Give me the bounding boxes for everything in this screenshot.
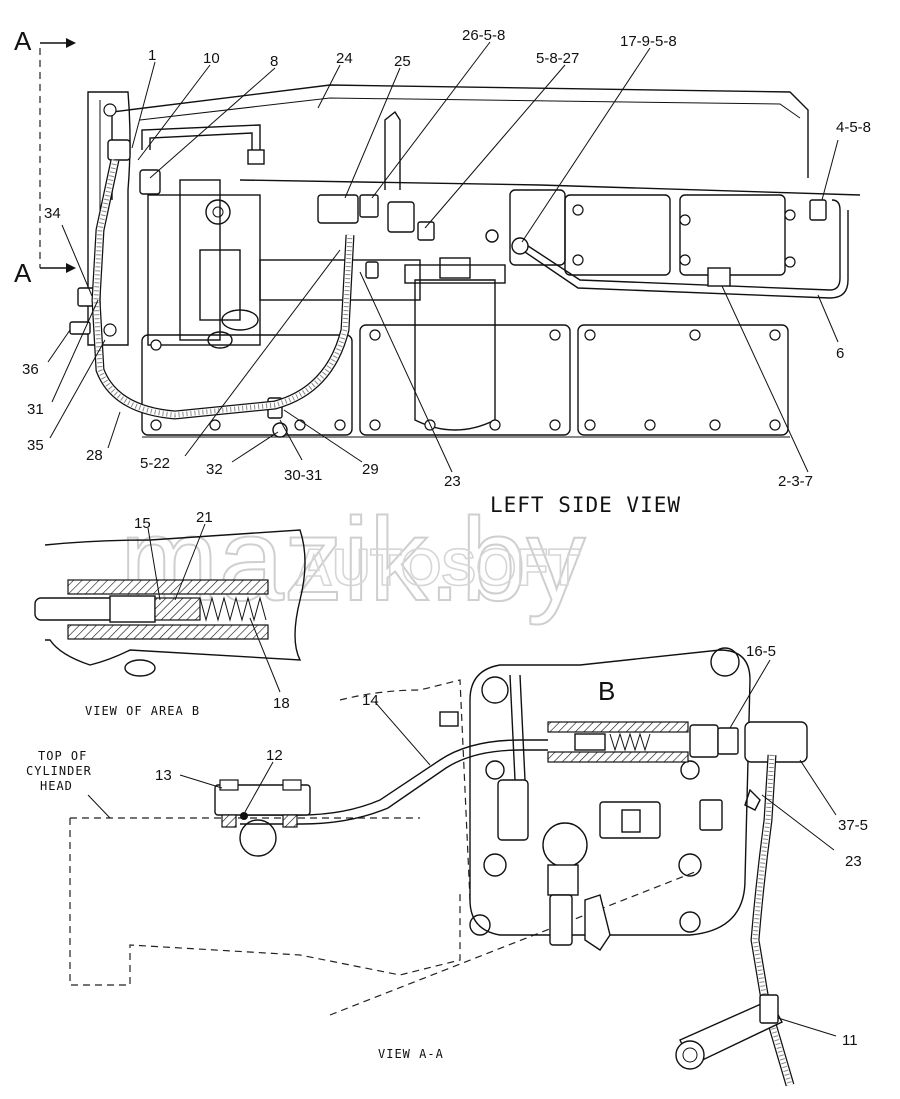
pump-housing	[469, 649, 751, 936]
callout-11: 11	[842, 1032, 858, 1049]
callouts-bottom: 14 16-5 13 12 37-5 23 11	[155, 643, 868, 1049]
area-b-housing-bottom	[67, 624, 269, 640]
bolt-12	[240, 812, 248, 820]
svg-text:TOP OF: TOP OF	[38, 749, 87, 763]
callout-35: 35	[27, 437, 44, 454]
bolt-36	[69, 321, 91, 335]
plunger-15	[109, 595, 156, 623]
callout-23-top: 23	[444, 473, 461, 490]
fuel-tube-6	[521, 199, 849, 299]
intake-manifold	[509, 189, 796, 276]
flexible-hoses	[91, 159, 355, 420]
b-housing-top	[547, 721, 689, 733]
callout-10: 10	[203, 50, 220, 67]
fitting-16	[717, 727, 739, 755]
callout-25: 25	[394, 53, 411, 70]
tee-fitting-26	[317, 194, 359, 224]
callout-26-5-8: 26-5-8	[462, 27, 505, 44]
view-of-area-b: 15 21 18 VIEW OF AREA B	[34, 509, 306, 718]
callout-36: 36	[22, 361, 39, 378]
callout-6: 6	[836, 345, 844, 362]
fitting-1	[107, 139, 131, 161]
clamp-13	[214, 784, 311, 816]
section-line-aa: A A	[14, 26, 76, 288]
callout-12: 12	[266, 747, 283, 764]
svg-text:CYLINDER: CYLINDER	[26, 764, 92, 778]
b-housing-bottom	[547, 751, 689, 763]
watermark-secondary: AUTOSOFT	[295, 539, 580, 597]
cylinder-block	[147, 179, 421, 349]
fitting-17	[511, 237, 529, 255]
callout-18: 18	[273, 695, 290, 712]
callouts-top: 1 10 8 24 25 26-5-8 5-8-27 17-9-5-8 4-5-…	[22, 27, 871, 490]
callout-5-22: 5-22	[140, 455, 170, 472]
callout-29: 29	[362, 461, 379, 478]
callout-16-5: 16-5	[746, 643, 776, 660]
section-a-bottom-label: A	[14, 258, 32, 288]
callout-2-3-7: 2-3-7	[778, 473, 813, 490]
callout-28: 28	[86, 447, 103, 464]
left-side-view-title: LEFT SIDE VIEW	[490, 493, 681, 517]
callout-15: 15	[134, 515, 151, 532]
bolt-32	[272, 422, 288, 438]
leader-lines-top	[47, 41, 839, 473]
callout-5-8-27: 5-8-27	[536, 50, 579, 67]
area-b-marker: B	[598, 676, 615, 706]
left-side-view: A A	[14, 26, 871, 517]
callout-1: 1	[148, 47, 156, 64]
callout-13: 13	[155, 767, 172, 784]
area-b-housing-top	[67, 579, 269, 595]
top-of-cylinder-head-label: TOP OF CYLINDER HEAD	[26, 749, 111, 819]
callout-31: 31	[27, 401, 44, 418]
valve-21	[154, 597, 201, 621]
svg-text:HEAD: HEAD	[40, 779, 73, 793]
fittings	[69, 139, 827, 438]
callout-32: 32	[206, 461, 223, 478]
callout-17-9-5-8: 17-9-5-8	[620, 33, 677, 50]
spring-18	[199, 596, 267, 622]
leader-lines-bottom	[179, 659, 837, 1037]
section-a-top-label: A	[14, 26, 32, 56]
valve-cover	[111, 84, 861, 200]
view-area-b-caption: VIEW OF AREA B	[85, 704, 200, 718]
callout-24: 24	[336, 50, 353, 67]
callout-8: 8	[270, 53, 278, 70]
callout-30-31: 30-31	[284, 467, 322, 484]
fitting-8	[139, 169, 161, 195]
callout-4-5-8: 4-5-8	[836, 119, 871, 136]
fitting-27	[417, 221, 435, 241]
view-aa-caption: VIEW A-A	[378, 1047, 444, 1061]
callout-21: 21	[196, 509, 213, 526]
callout-34: 34	[44, 205, 61, 222]
side-cover-panels	[141, 324, 790, 438]
callout-23-bottom: 23	[845, 853, 862, 870]
fitting-4	[809, 199, 827, 221]
callout-14: 14	[362, 692, 379, 709]
fitting-23	[365, 261, 379, 279]
view-aa: B TOP OF CYLINDER	[26, 643, 868, 1087]
callout-37-5: 37-5	[838, 817, 868, 834]
